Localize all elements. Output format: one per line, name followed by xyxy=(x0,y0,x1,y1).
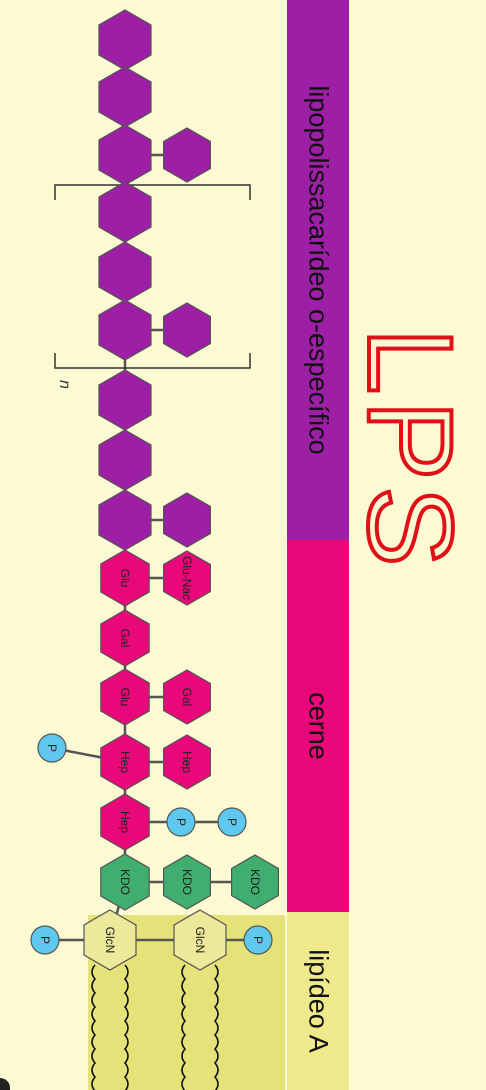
phosphate-1-shape xyxy=(37,733,67,763)
glcn-1-label: GlcN xyxy=(103,927,117,954)
o-antigen-sugar-6 xyxy=(98,299,152,361)
core-glunac: Glu-Nac xyxy=(163,550,211,606)
glcn-2-shape xyxy=(173,909,227,971)
o-antigen-sugar-8 xyxy=(98,429,152,491)
region-core-label: cerne xyxy=(303,692,334,760)
core-glunac-label: Glu-Nac xyxy=(180,556,194,600)
o-antigen-sugar-5 xyxy=(98,241,152,303)
glcn-1-shape xyxy=(83,909,137,971)
phosphate-4: P xyxy=(30,925,60,955)
core-hep-1-shape xyxy=(100,733,150,791)
core-glu-1: Glu xyxy=(100,549,150,607)
kdo-3-shape xyxy=(231,854,279,910)
glcn-2-label: GlcN xyxy=(193,927,207,954)
phosphate-3-shape xyxy=(217,807,247,837)
o-antigen-branch-3 xyxy=(163,492,211,548)
kdo-3-label: KDO xyxy=(248,869,262,895)
core-hep-2: Hep xyxy=(163,734,211,790)
core-hep-1: Hep xyxy=(100,733,150,791)
lps-title: LPS xyxy=(341,326,479,575)
o-antigen-sugar-2-shape xyxy=(98,66,152,128)
corner-mark xyxy=(0,1078,10,1090)
kdo-2: KDO xyxy=(163,854,211,910)
core-gal-1-shape xyxy=(100,609,150,667)
o-antigen-branch-1-shape xyxy=(163,127,211,183)
core-gal-2-label: Gal xyxy=(180,688,194,707)
kdo-2-shape xyxy=(163,854,211,910)
phosphate-2-label: P xyxy=(174,818,188,826)
region-lipid-a: lipídeo A xyxy=(287,912,349,1090)
repeat-unit-bracket xyxy=(54,184,251,369)
o-antigen-branch-2 xyxy=(163,302,211,358)
o-antigen-branch-3-shape xyxy=(163,492,211,548)
o-antigen-sugar-5-shape xyxy=(98,241,152,303)
fatty-acid-chains xyxy=(91,964,219,1090)
core-glu-2-label: Glu xyxy=(118,688,132,707)
kdo-1: KDO xyxy=(100,853,150,911)
glcn-2: GlcN xyxy=(173,909,227,971)
phosphate-4-shape xyxy=(30,925,60,955)
core-glunac-shape xyxy=(163,550,211,606)
kdo-1-shape xyxy=(100,853,150,911)
phosphate-3-label: P xyxy=(225,818,239,826)
phosphate-1: P xyxy=(37,733,67,763)
o-antigen-sugar-1 xyxy=(98,9,152,71)
core-glu-2-shape xyxy=(100,668,150,726)
glcn-1: GlcN xyxy=(83,909,137,971)
core-hep-2-shape xyxy=(163,734,211,790)
core-glu-2: Glu xyxy=(100,668,150,726)
core-gal-2-shape xyxy=(163,669,211,725)
phosphate-2: P xyxy=(166,807,196,837)
o-antigen-sugar-3 xyxy=(98,124,152,186)
core-hep-1-label: Hep xyxy=(118,751,132,773)
region-lipid-a-label: lipídeo A xyxy=(303,949,334,1053)
core-hep-3-label: Hep xyxy=(118,811,132,833)
phosphate-2-shape xyxy=(166,807,196,837)
o-antigen-sugar-6-shape xyxy=(98,299,152,361)
phosphate-5: P xyxy=(243,925,273,955)
o-antigen-sugar-4-shape xyxy=(98,181,152,243)
o-antigen-branch-1 xyxy=(163,127,211,183)
fatty-acid-chain-2 xyxy=(123,964,129,1090)
core-hep-2-label: Hep xyxy=(180,751,194,773)
region-o-antigen-label: lipopolissacarídeo o-específico xyxy=(303,85,334,455)
core-glu-1-label: Glu xyxy=(118,569,132,588)
kdo-2-label: KDO xyxy=(180,869,194,895)
phosphate-1-label: P xyxy=(45,744,59,752)
core-gal-1: Gal xyxy=(100,609,150,667)
phosphate-4-label: P xyxy=(38,936,52,944)
kdo-3: KDO xyxy=(231,854,279,910)
o-antigen-sugar-4 xyxy=(98,181,152,243)
phosphate-5-shape xyxy=(243,925,273,955)
core-glu-1-shape xyxy=(100,549,150,607)
phosphate-3: P xyxy=(217,807,247,837)
core-gal-2: Gal xyxy=(163,669,211,725)
o-antigen-sugar-9-shape xyxy=(98,489,152,551)
o-antigen-sugar-7 xyxy=(98,369,152,431)
o-antigen-sugar-8-shape xyxy=(98,429,152,491)
fatty-acid-chain-3 xyxy=(181,964,187,1090)
core-hep-3: Hep xyxy=(100,793,150,851)
o-antigen-sugar-2 xyxy=(98,66,152,128)
o-antigen-sugar-3-shape xyxy=(98,124,152,186)
core-gal-1-label: Gal xyxy=(118,629,132,648)
sugar-linkages xyxy=(45,40,258,942)
repeat-count-label: n xyxy=(56,380,73,389)
fatty-acid-chain-1 xyxy=(91,964,97,1090)
region-core: cerne xyxy=(287,540,349,912)
phosphate-5-label: P xyxy=(251,936,265,944)
o-antigen-sugar-7-shape xyxy=(98,369,152,431)
o-antigen-sugar-9 xyxy=(98,489,152,551)
core-hep-3-shape xyxy=(100,793,150,851)
kdo-1-label: KDO xyxy=(118,869,132,895)
o-antigen-sugar-1-shape xyxy=(98,9,152,71)
region-o-antigen: lipopolissacarídeo o-específico xyxy=(287,0,349,540)
fatty-acid-chain-4 xyxy=(213,964,219,1090)
o-antigen-branch-2-shape xyxy=(163,302,211,358)
